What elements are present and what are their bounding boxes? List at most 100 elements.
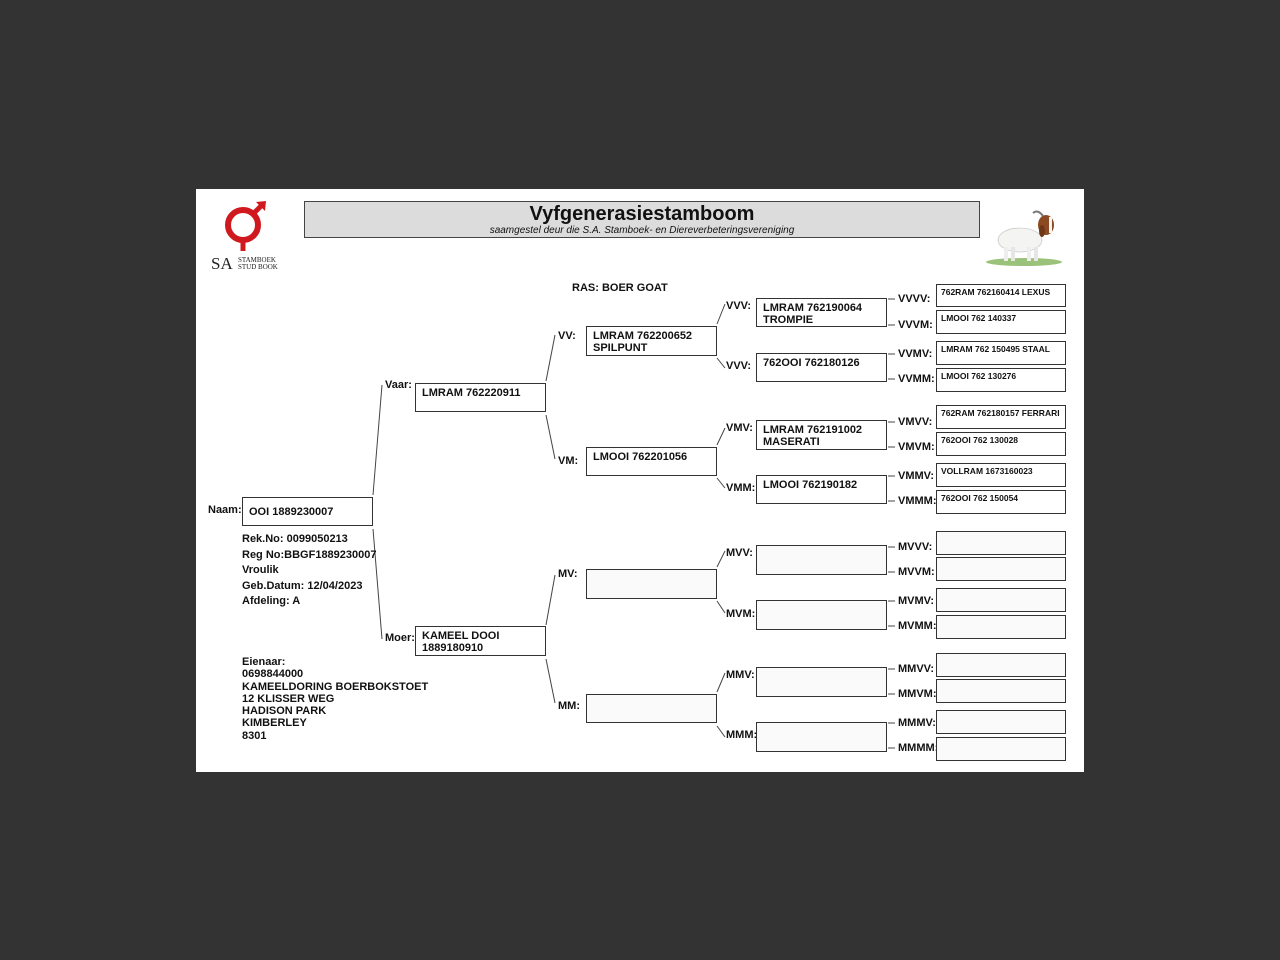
logo-line-stamboek: STAMBOEK — [238, 256, 276, 264]
great-great-grandparent-box: LMOOI 762 130276 — [936, 368, 1066, 392]
great-great-grandparent-box — [936, 679, 1066, 703]
grandparent-label: MV: — [558, 568, 578, 580]
owner-details: Eienaar: 0698844000 KAMEELDORING BOERBOK… — [242, 656, 428, 742]
goat-horn — [1032, 210, 1044, 217]
owner-city: KIMBERLEY — [242, 717, 307, 730]
great-great-grandparent-label: MVMV: — [898, 595, 935, 607]
great-great-grandparent-box — [936, 737, 1066, 761]
great-great-grandparent-box — [936, 588, 1066, 612]
grandparent-label: MM: — [558, 700, 580, 712]
connector-line — [716, 303, 726, 325]
connector-line — [716, 550, 726, 568]
great-great-grandparent-label: MVVV: — [898, 541, 933, 553]
page-subtitle: saamgestel deur die S.A. Stamboek- en Di… — [489, 225, 795, 236]
animal-name-box: OOI 1889230007 — [242, 497, 373, 526]
grandparent-box — [586, 694, 717, 723]
great-great-grandparent-label: VVMV: — [898, 348, 933, 360]
boer-goat-image — [986, 210, 1062, 266]
connector-line — [716, 725, 726, 738]
owner-suburb: HADISON PARK — [242, 705, 327, 718]
great-great-grandparent-label: MVMM: — [898, 620, 937, 632]
great-great-grandparent-box: LMRAM 762 150495 STAAL — [936, 341, 1066, 365]
connector-line — [545, 414, 556, 460]
great-grandparent-label: MVV: — [726, 547, 753, 559]
great-grandparent-box: LMOOI 762190182 — [756, 475, 887, 504]
owner-heading: Eienaar: — [242, 656, 286, 668]
owner-stud-name: KAMEELDORING BOERBOKSTOET — [242, 680, 429, 693]
great-grandparent-label: MVM: — [726, 608, 756, 620]
connector-line — [545, 658, 556, 704]
great-great-grandparent-label: VMVM: — [898, 441, 935, 453]
logo-letters: SA — [211, 254, 233, 271]
grandparent-box: LMRAM 762200652 SPILPUNT — [586, 326, 717, 356]
great-great-grandparent-box — [936, 653, 1066, 677]
goat-leg — [1011, 247, 1015, 261]
connector-line — [716, 477, 726, 489]
registration-number: Reg No:BBGF1889230007 — [242, 548, 377, 561]
animal-details: Rek.No: 0099050213 Reg No:BBGF1889230007… — [242, 532, 377, 610]
grandparent-box: LMOOI 762201056 — [586, 447, 717, 476]
logo-line-studbook: STUD BOOK — [238, 263, 278, 271]
connector-line — [545, 574, 556, 626]
great-great-grandparent-label: VVVM: — [898, 319, 933, 331]
connector-line — [545, 334, 556, 382]
great-grandparent-label: VVV: — [726, 300, 752, 312]
great-grandparent-label: VMM: — [726, 482, 756, 494]
birth-date: Geb.Datum: 12/04/2023 — [242, 579, 363, 592]
animal-section: Afdeling: A — [242, 595, 301, 607]
great-grandparent-box — [756, 600, 887, 630]
connector-line — [372, 528, 383, 640]
pedigree-sheet: SA STAMBOEK STUD BOOK Vyfgenerasiestambo… — [196, 189, 1084, 772]
great-great-grandparent-label: VMVV: — [898, 416, 933, 428]
goat-leg — [1004, 247, 1008, 261]
great-great-grandparent-box: 762OOI 762 130028 — [936, 432, 1066, 456]
grandparent-label: VM: — [558, 455, 579, 467]
great-great-grandparent-label: VMMV: — [898, 470, 935, 482]
dam-box: KAMEEL DOOI 1889180910 — [415, 626, 546, 656]
great-grandparent-label: VVV: — [726, 360, 752, 372]
great-great-grandparent-label: VVMM: — [898, 373, 935, 385]
owner-street: 12 KLISSER WEG — [242, 692, 335, 705]
goat-leg — [1034, 247, 1038, 261]
great-great-grandparent-box: 762RAM 762160414 LEXUS — [936, 284, 1066, 307]
great-great-grandparent-box: 762RAM 762180157 FERRARI — [936, 405, 1066, 429]
great-great-grandparent-box — [936, 557, 1066, 581]
great-grandparent-box — [756, 722, 887, 752]
great-great-grandparent-label: MVVM: — [898, 566, 935, 578]
grandparent-box — [586, 569, 717, 599]
animal-sex: Vroulik — [242, 564, 279, 576]
great-grandparent-label: MMM: — [726, 729, 758, 741]
great-great-grandparent-box — [936, 615, 1066, 639]
great-great-grandparent-box: LMOOI 762 140337 — [936, 310, 1066, 334]
dam-label: Moer: — [385, 632, 415, 644]
great-great-grandparent-box: 762OOI 762 150054 — [936, 490, 1066, 514]
great-great-grandparent-box — [936, 531, 1066, 555]
great-great-grandparent-label: VVVV: — [898, 293, 931, 305]
great-great-grandparent-label: MMVV: — [898, 663, 935, 675]
title-bar: Vyfgenerasiestamboom saamgestel deur die… — [304, 201, 980, 238]
connector-line — [716, 427, 726, 446]
pedigree-connector-lines — [372, 298, 895, 749]
great-grandparent-box: LMRAM 762191002 MASERATI — [756, 420, 887, 450]
great-great-grandparent-box — [936, 710, 1066, 734]
great-great-grandparent-label: MMVM: — [898, 688, 937, 700]
great-great-grandparent-label: VMMM: — [898, 495, 937, 507]
goat-grass — [986, 258, 1062, 266]
logo-arrow-head — [256, 201, 266, 211]
great-grandparent-label: VMV: — [726, 422, 753, 434]
great-grandparent-box — [756, 545, 887, 575]
goat-ear — [1039, 225, 1045, 237]
great-grandparent-box: 762OOI 762180126 — [756, 353, 887, 382]
goat-blaze — [1049, 217, 1052, 233]
owner-number: 0698844000 — [242, 668, 304, 681]
connector-line — [716, 672, 726, 693]
great-grandparent-box — [756, 667, 887, 697]
great-great-grandparent-label: MMMV: — [898, 717, 936, 729]
sire-box: LMRAM 762220911 — [415, 383, 546, 412]
breed-label: RAS: BOER GOAT — [572, 282, 668, 294]
sire-label: Vaar: — [385, 379, 412, 391]
great-grandparent-label: MMV: — [726, 669, 755, 681]
connector-line — [372, 384, 383, 496]
goat-leg — [1027, 247, 1031, 261]
connector-line — [716, 357, 726, 369]
